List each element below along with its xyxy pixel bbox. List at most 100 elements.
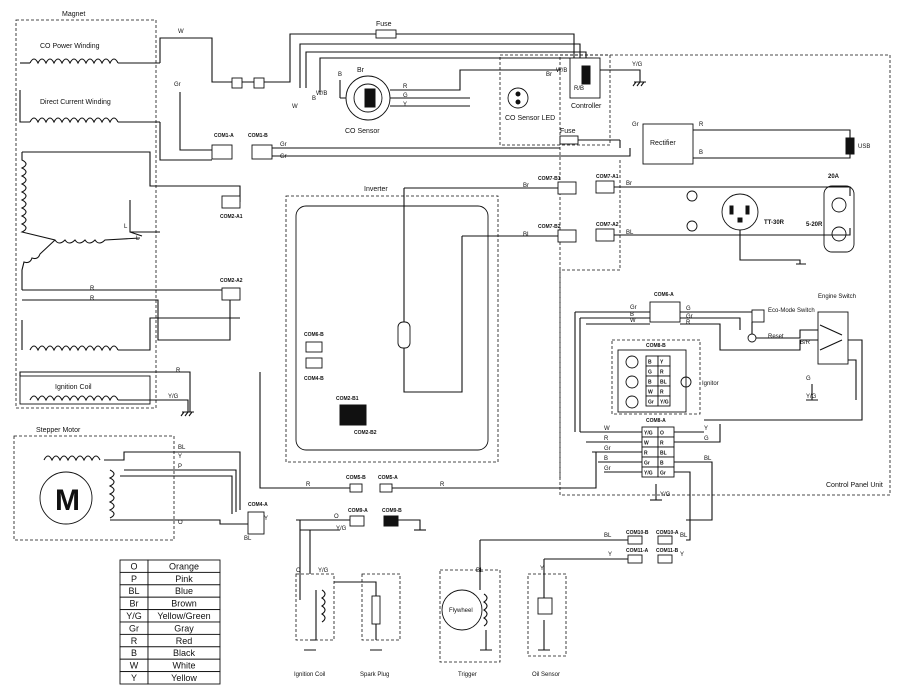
co-sensor-led bbox=[507, 87, 529, 109]
legend-code: O bbox=[130, 561, 137, 571]
svg-text:BL: BL bbox=[604, 533, 612, 539]
svg-text:R: R bbox=[604, 436, 609, 442]
svg-text:COM7-B2: COM7-B2 bbox=[538, 224, 561, 230]
svg-text:COM2-A2: COM2-A2 bbox=[220, 278, 243, 284]
svg-text:COM11-B: COM11-B bbox=[656, 548, 679, 554]
tt30r-label: TT-30R bbox=[764, 220, 785, 226]
svg-text:Gr: Gr bbox=[686, 314, 693, 320]
legend-code: B bbox=[131, 648, 137, 658]
legend-color-name: Black bbox=[173, 648, 196, 658]
svg-text:BL: BL bbox=[178, 445, 186, 451]
legend-color-name: Yellow/Green bbox=[157, 611, 210, 621]
pin-label: W bbox=[644, 441, 649, 447]
stepper-motor-symbol: M bbox=[55, 484, 80, 517]
pin-label: Gr bbox=[660, 471, 666, 477]
svg-text:R: R bbox=[699, 122, 704, 128]
pin-label: BL bbox=[660, 380, 667, 386]
co-sensor-led-label: CO Sensor LED bbox=[505, 115, 555, 122]
svg-text:G: G bbox=[806, 376, 811, 382]
svg-text:BL: BL bbox=[476, 568, 484, 574]
svg-text:Y: Y bbox=[178, 454, 182, 460]
usb-label: USB bbox=[858, 144, 870, 150]
controller-label: Controller bbox=[571, 103, 602, 110]
svg-text:Gr: Gr bbox=[280, 154, 287, 160]
legend-color-name: Red bbox=[176, 636, 193, 646]
pin-label: R bbox=[660, 390, 664, 396]
legend-code: Br bbox=[130, 599, 139, 609]
svg-text:Br: Br bbox=[357, 67, 365, 74]
com2b-connector bbox=[339, 404, 367, 426]
svg-text:Gr: Gr bbox=[630, 305, 637, 311]
legend-code: R bbox=[131, 636, 138, 646]
svg-text:Gr: Gr bbox=[604, 446, 611, 452]
svg-text:R: R bbox=[90, 296, 95, 302]
oil-sensor-frame bbox=[527, 573, 567, 657]
inverter-board bbox=[295, 205, 489, 451]
inverter-title: Inverter bbox=[364, 186, 388, 193]
svg-text:W: W bbox=[178, 29, 184, 35]
legend-name-cell bbox=[147, 671, 221, 685]
svg-text:B: B bbox=[312, 96, 316, 102]
svg-text:Gr: Gr bbox=[632, 122, 639, 128]
svg-text:COM2-B1: COM2-B1 bbox=[336, 396, 359, 402]
svg-text:COM9-A: COM9-A bbox=[348, 508, 368, 514]
svg-text:Y/G: Y/G bbox=[806, 394, 817, 400]
co-sensor-label: CO Sensor bbox=[345, 128, 380, 135]
svg-text:R: R bbox=[306, 482, 311, 488]
com5b-connector bbox=[349, 483, 363, 493]
tt30r-outlet bbox=[721, 193, 759, 231]
svg-text:Y/G: Y/G bbox=[318, 568, 329, 574]
svg-text:R: R bbox=[403, 84, 408, 90]
fuse-mid-label: Fuse bbox=[560, 128, 576, 135]
svg-text:COM5-A: COM5-A bbox=[378, 475, 398, 481]
svg-text:Y: Y bbox=[608, 552, 612, 558]
svg-text:Br: Br bbox=[523, 183, 529, 189]
dc-winding-label: Direct Current Winding bbox=[40, 99, 111, 106]
svg-text:BL: BL bbox=[523, 232, 531, 238]
control-panel-label: Control Panel Unit bbox=[826, 482, 883, 489]
co-power-winding-label: CO Power Winding bbox=[40, 43, 100, 50]
svg-text:O: O bbox=[296, 568, 301, 574]
pin-label: BL bbox=[660, 451, 667, 457]
ignitor-body bbox=[617, 349, 687, 413]
svg-text:COM10-B: COM10-B bbox=[626, 530, 649, 536]
svg-text:COM8-A: COM8-A bbox=[646, 418, 666, 424]
pin-label: Gr bbox=[644, 461, 650, 467]
svg-text:Y: Y bbox=[680, 552, 684, 558]
svg-text:COM11-A: COM11-A bbox=[626, 548, 649, 554]
legend-color-name: Blue bbox=[175, 586, 193, 596]
com9a-connector bbox=[349, 515, 365, 527]
com7a2-connector bbox=[595, 228, 615, 242]
legend-code: BL bbox=[128, 586, 139, 596]
pin-label: Y/G bbox=[644, 431, 653, 437]
plug-2 bbox=[253, 77, 265, 89]
pin-label: G bbox=[648, 370, 652, 376]
svg-text:L: L bbox=[124, 224, 128, 230]
svg-text:Y/G: Y/G bbox=[660, 492, 671, 498]
svg-text:COM6-B: COM6-B bbox=[304, 332, 324, 338]
svg-text:Y: Y bbox=[704, 426, 708, 432]
com1b-connector bbox=[251, 144, 273, 160]
com9b-connector bbox=[383, 515, 399, 527]
svg-text:G: G bbox=[403, 93, 408, 99]
pin-label: B bbox=[648, 380, 652, 386]
svg-text:Y/G: Y/G bbox=[336, 526, 347, 532]
pin-label: W bbox=[648, 390, 653, 396]
pin-label: Y bbox=[660, 360, 664, 366]
svg-text:G: G bbox=[704, 436, 709, 442]
outlet-520r bbox=[823, 185, 855, 253]
svg-text:Y: Y bbox=[264, 516, 268, 522]
engine-switch bbox=[817, 311, 849, 365]
stepper-motor-frame bbox=[13, 435, 175, 541]
com4a-connector bbox=[247, 511, 265, 535]
legend-color-name: Yellow bbox=[171, 673, 197, 683]
legend-color-name: Gray bbox=[174, 623, 194, 633]
ignition-coil-bottom-label: Ignition Coil bbox=[294, 672, 325, 678]
com5a-connector bbox=[379, 483, 393, 493]
svg-text:BL: BL bbox=[704, 456, 712, 462]
pin-label: Y/G bbox=[644, 471, 653, 477]
svg-text:COM2-B2: COM2-B2 bbox=[354, 430, 377, 436]
svg-text:BL: BL bbox=[244, 536, 252, 542]
svg-text:W: W bbox=[604, 426, 610, 432]
